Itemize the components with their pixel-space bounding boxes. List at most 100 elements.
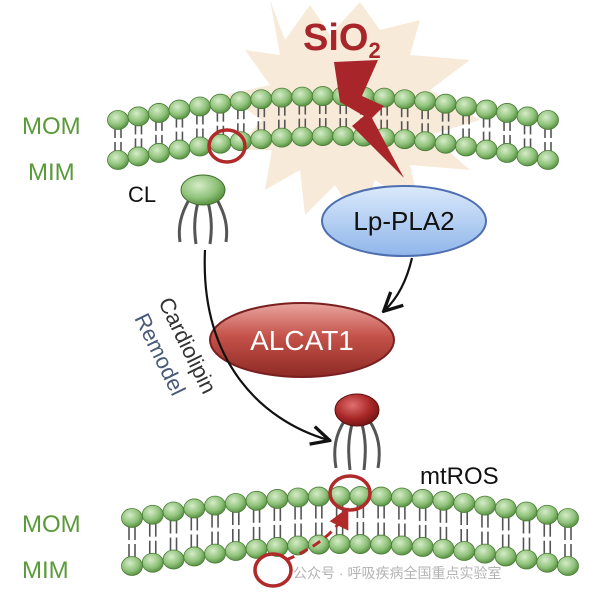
lp-pla2-ellipse xyxy=(321,185,487,257)
lipid-head xyxy=(311,86,334,106)
lipid-head xyxy=(307,486,330,507)
mtros-label: mtROS xyxy=(420,463,499,490)
membrane-bottom xyxy=(121,486,579,576)
membrane-bottom-inner-label: MIM xyxy=(22,557,69,584)
lipid-head xyxy=(107,110,129,130)
lipid-head xyxy=(141,504,164,525)
lipid-head xyxy=(453,541,476,561)
lipid-head xyxy=(148,143,170,163)
lipid-head xyxy=(453,493,476,513)
lipid-head xyxy=(411,537,434,557)
lipid-head xyxy=(516,106,539,127)
lipid-head xyxy=(496,143,518,163)
lipid-head xyxy=(121,556,143,576)
lipid-head xyxy=(168,99,191,120)
bottom-membrane-ring-lower xyxy=(253,552,293,588)
lipid-head xyxy=(474,495,496,516)
lipid-head xyxy=(183,546,206,567)
lipid-head xyxy=(189,136,211,157)
membrane-bottom-outer-label: MOM xyxy=(22,511,81,538)
lipid-head xyxy=(496,103,518,123)
alcat1-label: ALCAT1 xyxy=(250,325,354,356)
lipid-head xyxy=(328,534,351,554)
lipid-head xyxy=(391,535,413,556)
lipid-head xyxy=(474,543,496,564)
lipid-head xyxy=(311,126,334,146)
lipid-head xyxy=(393,89,416,110)
alcat1-ellipse xyxy=(209,302,395,378)
cl-label: CL xyxy=(128,182,156,207)
lipid-head xyxy=(515,501,538,522)
lipid-head xyxy=(127,146,150,167)
lipid-head xyxy=(121,508,143,528)
lipid-head xyxy=(270,127,293,148)
lipid-head xyxy=(287,487,309,508)
lipid-head xyxy=(537,150,559,170)
lipid-head xyxy=(414,91,437,112)
cardiolipin-remodeled xyxy=(333,393,381,471)
arrow-cl-to-remodeled xyxy=(203,249,328,440)
lipid-head xyxy=(204,495,226,516)
lp-pla2-label: Lp-PLA2 xyxy=(353,206,454,236)
lipid-head xyxy=(189,96,211,117)
lipid-head xyxy=(370,486,393,507)
lipid-head xyxy=(557,508,579,528)
membrane-top-outer-label: MOM xyxy=(22,113,81,140)
burst-shape xyxy=(225,0,480,225)
lipid-head xyxy=(127,106,150,127)
lipid-head xyxy=(245,490,268,511)
lipid-head xyxy=(349,534,372,554)
watermark: 公众号 · 呼吸疾病全国重点实验室 xyxy=(293,565,501,581)
bottom-membrane-ring-upper xyxy=(328,474,372,512)
lipid-head xyxy=(224,541,247,561)
dashed-arrow-ros xyxy=(285,507,349,562)
lipid-head xyxy=(148,103,170,123)
stimulus-label: SiO2 xyxy=(303,17,381,63)
lipid-head xyxy=(536,552,559,573)
lipid-head xyxy=(537,110,559,130)
lipid-head xyxy=(107,150,129,170)
lightning-bolt-icon xyxy=(334,60,404,178)
lipid-head xyxy=(370,534,393,555)
lipid-head xyxy=(209,93,232,114)
lipid-head xyxy=(432,490,455,511)
lipid-head xyxy=(183,498,206,519)
lipid-head xyxy=(391,487,413,508)
lipid-head xyxy=(494,498,517,519)
lipid-head xyxy=(291,86,314,107)
lipid-head xyxy=(414,131,437,152)
lipid-head xyxy=(516,146,539,167)
lipid-head xyxy=(455,136,477,157)
lipid-head xyxy=(475,139,498,160)
top-membrane-ring xyxy=(207,128,247,164)
lipid-head xyxy=(332,126,355,146)
lipid-head xyxy=(162,501,185,522)
lipid-head xyxy=(266,489,289,509)
membrane-top xyxy=(107,86,559,170)
lipid-head xyxy=(291,126,314,147)
lipid-head xyxy=(162,549,185,570)
lipid-head xyxy=(224,493,247,513)
lipid-head xyxy=(455,96,477,117)
lipid-head xyxy=(141,552,164,573)
lipid-head xyxy=(229,91,252,112)
lipid-head xyxy=(434,133,457,154)
lipid-head xyxy=(250,89,273,110)
lipid-head xyxy=(557,556,579,576)
cardiolipin-green xyxy=(177,174,229,245)
lipid-head xyxy=(475,99,498,120)
lipid-head xyxy=(432,538,455,559)
lipid-head xyxy=(250,129,273,150)
lipid-head xyxy=(536,504,559,525)
arrow-lp-pla2-to-alcat1 xyxy=(385,257,414,310)
membrane-top-inner-label: MIM xyxy=(28,159,75,186)
lipid-head xyxy=(515,549,538,570)
lipid-head xyxy=(204,543,226,564)
lipid-head xyxy=(168,139,191,160)
lipid-head xyxy=(494,546,517,567)
lipid-head xyxy=(393,129,416,150)
lipid-head xyxy=(270,87,293,108)
lipid-head xyxy=(411,489,434,509)
lipid-head xyxy=(434,93,457,114)
